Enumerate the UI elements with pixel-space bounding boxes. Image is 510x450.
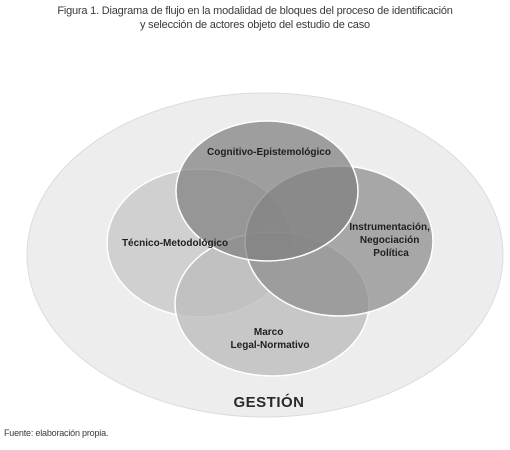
marco-label-line-1: Marco	[254, 327, 283, 338]
instrumentacion-label-line-2: Negociación	[360, 235, 419, 246]
figure-caption: Figura 1. Diagrama de flujo en la modali…	[0, 4, 510, 32]
marco-label-line-2: Legal-Normativo	[231, 340, 310, 351]
tecnico-label: Técnico-Metodológico	[122, 238, 228, 249]
gestion-label: GESTIÓN	[233, 393, 304, 411]
instrumentacion-label-line-1: Instrumentación,	[349, 222, 430, 233]
cognitivo-epistemologico-ellipse	[175, 120, 359, 262]
instrumentacion-label-line-3: Política	[373, 248, 409, 259]
marco-label: Marco Legal-Normativo	[231, 327, 310, 351]
cognitivo-label: Cognitivo-Epistemológico	[207, 147, 331, 158]
source-note: Fuente: elaboración propia.	[4, 428, 109, 438]
caption-line-1: Figura 1. Diagrama de flujo en la modali…	[57, 5, 453, 17]
caption-line-2: y selección de actores objeto del estudi…	[140, 19, 370, 31]
instrumentacion-label: Instrumentación, Negociación Política	[349, 222, 432, 259]
